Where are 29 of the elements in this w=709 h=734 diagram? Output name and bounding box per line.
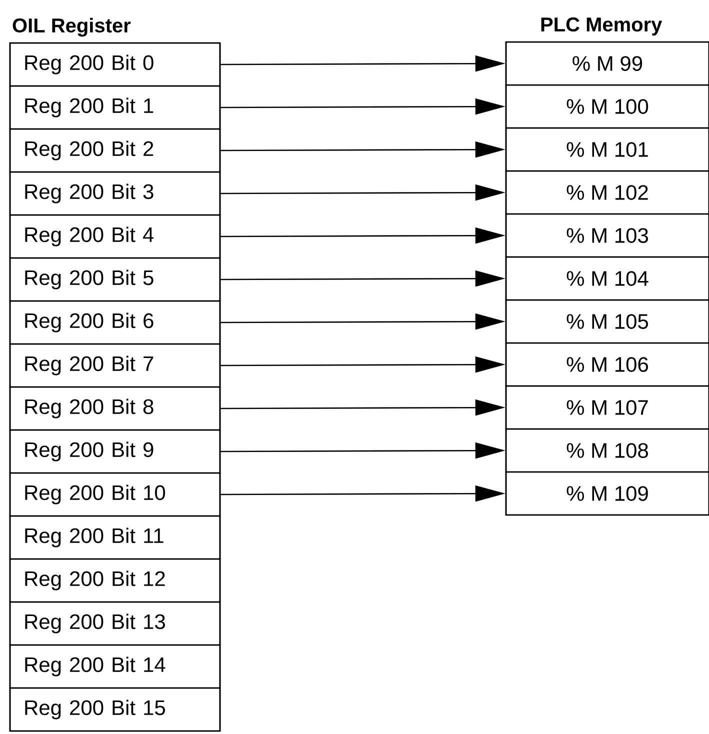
register-cell: Reg 200 Bit 2 [9, 128, 221, 173]
node-label: PLC Memory [541, 17, 662, 36]
register-cell: Reg 200 Bit 4 [9, 214, 221, 259]
register-cell: Reg 200 Bit 5 [9, 257, 221, 302]
register-cell: % M 105 [505, 299, 709, 344]
register-cell: % M 106 [505, 342, 709, 387]
register-cell: Reg 200 Bit 13 [9, 601, 221, 646]
register-cell: Reg 200 Bit 3 [9, 171, 221, 216]
node-label: OIL Register [12, 18, 131, 37]
register-cell: % M 102 [505, 170, 709, 215]
register-cell: % M 107 [505, 385, 709, 430]
register-cell: Reg 200 Bit 0 [9, 42, 221, 87]
register-cell: Reg 200 Bit 15 [9, 687, 221, 732]
register-cell: % M 109 [505, 471, 709, 516]
register-cell: Reg 200 Bit 8 [9, 386, 221, 431]
register-cell: Reg 200 Bit 6 [9, 300, 221, 345]
register-cell: Reg 200 Bit 14 [9, 644, 221, 689]
register-cell: Reg 200 Bit 11 [9, 515, 221, 560]
register-cell: Reg 200 Bit 12 [9, 558, 221, 603]
register-cell: Reg 200 Bit 9 [9, 429, 221, 474]
register-cell: % M 99 [505, 41, 709, 86]
register-cell: Reg 200 Bit 10 [9, 472, 221, 517]
register-cell: % M 103 [505, 213, 709, 258]
register-cell: % M 108 [505, 428, 709, 473]
register-cell: % M 100 [505, 84, 709, 129]
register-cell: Reg 200 Bit 7 [9, 343, 221, 388]
register-cell: % M 101 [505, 127, 709, 172]
register-cell: Reg 200 Bit 1 [9, 85, 221, 130]
register-cell: % M 104 [505, 256, 709, 301]
